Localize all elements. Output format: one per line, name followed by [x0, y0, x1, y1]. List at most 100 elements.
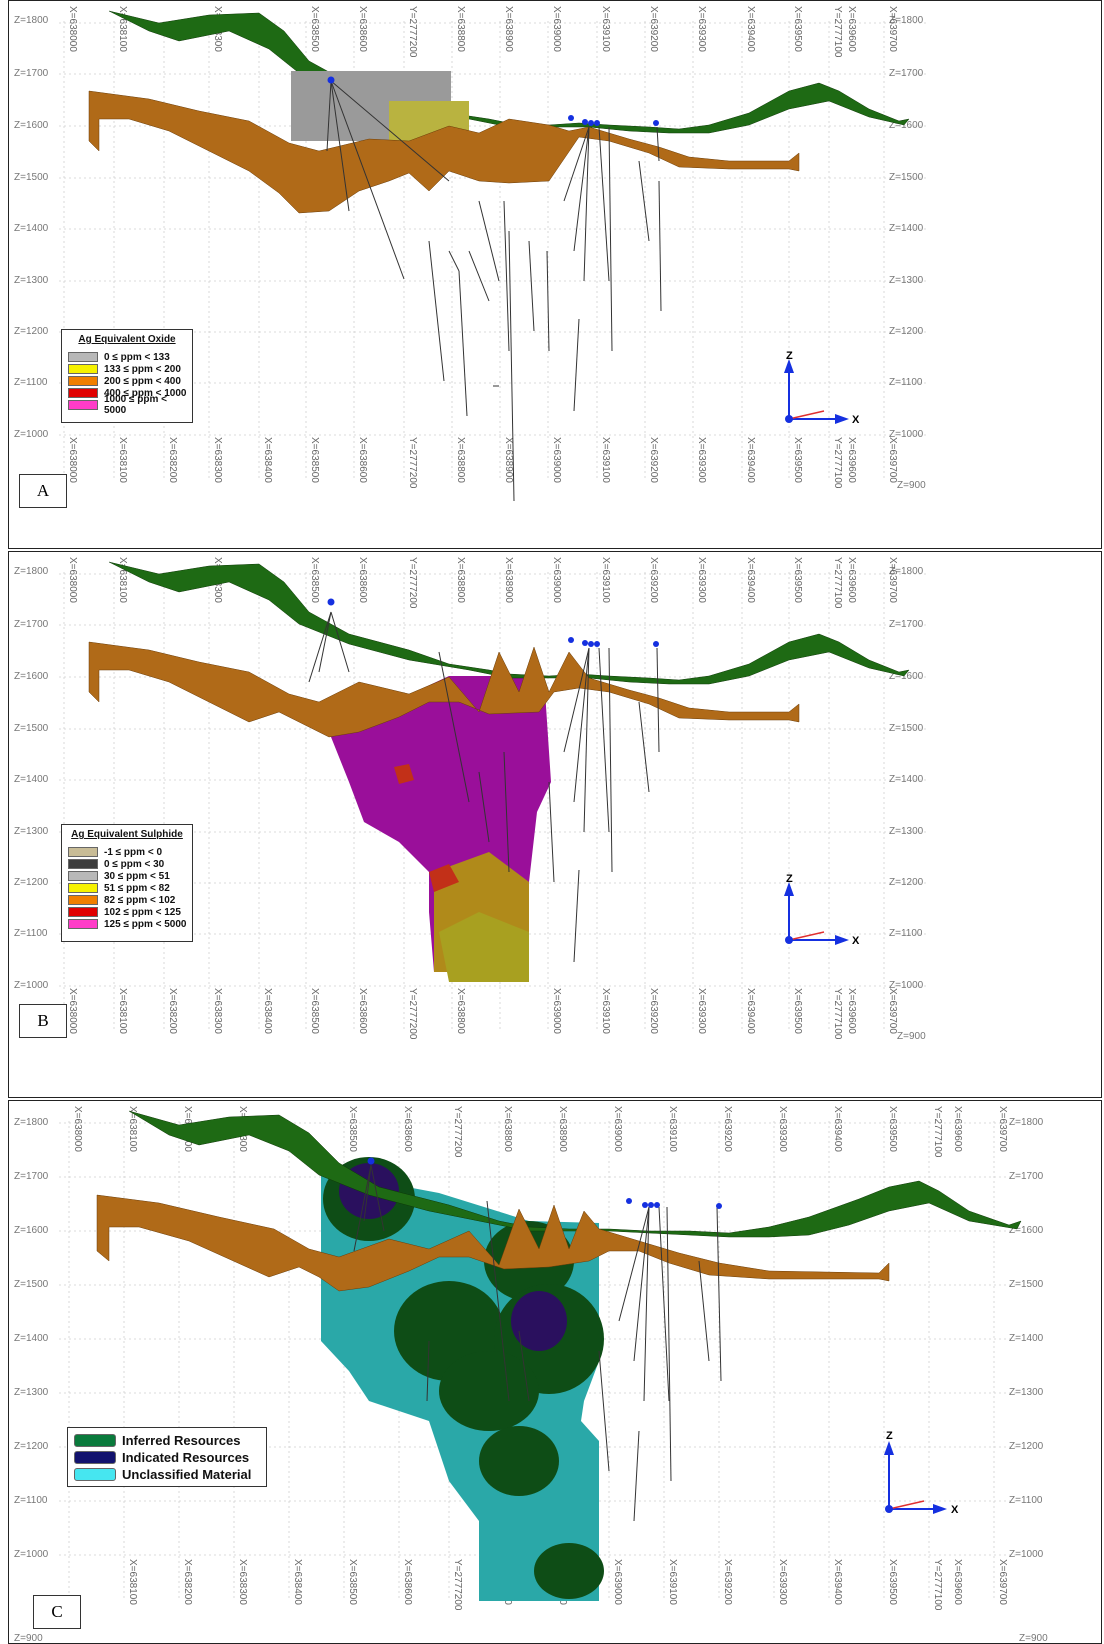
panel-label: C: [33, 1595, 81, 1629]
z-tick-1000-right: Z=1000: [1009, 1549, 1044, 1560]
x-tick-bottom-5: X=638500: [309, 437, 320, 483]
x-tick-top-6: X=638600: [357, 6, 368, 52]
z-tick-1700: Z=1700: [14, 619, 49, 630]
z-tick-1200-right: Z=1200: [889, 326, 924, 337]
z-tick-1200-right: Z=1200: [889, 877, 924, 888]
x-tick-top-11: X=639100: [600, 557, 611, 603]
sulphide-lower-zone-yellow: [439, 912, 529, 982]
axis-triad: Z X: [784, 873, 860, 947]
z-tick-1600: Z=1600: [14, 671, 49, 682]
z-tick-1600: Z=1600: [14, 120, 49, 131]
x-tick-bottom-11: X=639100: [667, 1559, 678, 1605]
x-tick-top-10: X=639000: [612, 1106, 623, 1152]
x-tick-bottom-17: X=639600: [952, 1559, 963, 1605]
z-tick-1300-right: Z=1300: [889, 826, 924, 837]
x-tick-bottom-0: X=638000: [67, 988, 78, 1034]
x-tick-bottom-2: X=638200: [167, 988, 178, 1034]
x-tick-bottom-13: X=639300: [696, 437, 707, 483]
x-tick-bottom-6: X=638600: [357, 988, 368, 1034]
x-tick-bottom-4: X=638400: [262, 988, 273, 1034]
legend-label: Indicated Resources: [122, 1450, 250, 1465]
x-tick-bottom-18: X=639700: [997, 1559, 1008, 1605]
legend-title: Ag Equivalent Sulphide: [71, 829, 183, 840]
x-tick-top-5: X=638500: [309, 557, 320, 603]
z-tick-900-right: Z=900: [1019, 1633, 1048, 1644]
z-tick-labels-right: Z=1800 Z=1700 Z=1600 Z=1500 Z=1400 Z=130…: [1009, 1117, 1048, 1644]
legend-swatch: [74, 1451, 116, 1464]
z-tick-1200-right: Z=1200: [1009, 1441, 1044, 1452]
x-tick-bottom-10: X=639000: [612, 1559, 623, 1605]
z-tick-1000-right: Z=1000: [889, 429, 924, 440]
x-tick-bottom-7: Y=2777200: [452, 1559, 463, 1611]
axis-z-label: Z: [886, 1430, 893, 1442]
x-tick-top-6: X=638600: [357, 557, 368, 603]
z-tick-1500-right: Z=1500: [1009, 1279, 1044, 1290]
collars: [367, 1157, 722, 1209]
z-tick-1600-right: Z=1600: [889, 671, 924, 682]
x-tick-bottom-4: X=638400: [262, 437, 273, 483]
z-tick-1500: Z=1500: [14, 172, 49, 183]
z-tick-1300: Z=1300: [14, 275, 49, 286]
x-tick-bottom-16: Y=2777100: [832, 437, 843, 489]
z-tick-1500: Z=1500: [14, 1279, 49, 1290]
z-tick-1500-right: Z=1500: [889, 172, 924, 183]
legend-label: 102 ≤ ppm < 125: [104, 906, 181, 918]
legend-swatch: [68, 352, 98, 362]
x-tick-top-6: X=638600: [402, 1106, 413, 1152]
x-tick-top-11: X=639100: [667, 1106, 678, 1152]
sulphide-red-patch: [394, 764, 414, 784]
z-tick-1100: Z=1100: [14, 1495, 48, 1506]
x-tick-top-8: X=638800: [455, 557, 466, 603]
inferred-resource-zone: [479, 1426, 559, 1496]
x-tick-top-10: X=639000: [551, 557, 562, 603]
legend-label: 0 ≤ ppm < 30: [104, 858, 165, 870]
x-tick-bottom-15: X=639500: [792, 988, 803, 1034]
x-tick-bottom-14: X=639400: [745, 437, 756, 483]
z-tick-1300: Z=1300: [14, 826, 49, 837]
x-tick-bottom-12: X=639200: [648, 437, 659, 483]
x-tick-top-14: X=639400: [745, 557, 756, 603]
x-tick-top-12: X=639200: [722, 1106, 733, 1152]
z-tick-1400: Z=1400: [14, 223, 49, 234]
oxide-base-surface: [88, 90, 800, 214]
z-tick-1300: Z=1300: [14, 1387, 49, 1398]
x-tick-top-13: X=639300: [777, 1106, 788, 1152]
legend-ag-equivalent-sulphide: Ag Equivalent Sulphide -1 ≤ ppm < 0 0 ≤ …: [61, 824, 193, 942]
z-tick-1700-right: Z=1700: [1009, 1171, 1044, 1182]
x-tick-bottom-4: X=638400: [292, 1559, 303, 1605]
x-tick-top-7: Y=2777200: [452, 1106, 463, 1158]
legend-item: 0 ≤ ppm < 133: [68, 351, 192, 363]
axis-triad: Z X: [884, 1430, 959, 1516]
z-tick-1400: Z=1400: [14, 1333, 49, 1344]
section-a-canvas: Z=1800 Z=1700 Z=1600 Z=1500 Z=1400 Z=130…: [14, 6, 929, 502]
z-tick-1700-right: Z=1700: [889, 68, 924, 79]
z-tick-1700: Z=1700: [14, 68, 49, 79]
x-tick-top-8: X=638800: [502, 1106, 513, 1152]
z-tick-1000: Z=1000: [14, 980, 49, 991]
x-tick-bottom-9: X=638900: [503, 437, 514, 483]
x-tick-bottom-12: X=639200: [648, 988, 659, 1034]
x-tick-bottom-12: X=639200: [722, 1559, 733, 1605]
legend-swatch: [68, 364, 98, 374]
sulphide-red-patch: [429, 864, 459, 892]
x-tick-bottom-14: X=639400: [745, 988, 756, 1034]
z-tick-1200: Z=1200: [14, 1441, 49, 1452]
x-tick-bottom-6: X=638600: [402, 1559, 413, 1605]
x-tick-top-17: X=639600: [846, 557, 857, 603]
x-tick-top-9: X=638900: [557, 1106, 568, 1152]
legend-title: Ag Equivalent Oxide: [78, 334, 176, 345]
x-tick-top-8: X=638800: [455, 6, 466, 52]
x-tick-top-10: X=639000: [551, 6, 562, 52]
legend-item: 30 ≤ ppm < 51: [68, 870, 192, 882]
x-tick-bottom-13: X=639300: [696, 988, 707, 1034]
z-tick-1800-right: Z=1800: [1009, 1117, 1044, 1128]
z-tick-1700: Z=1700: [14, 1171, 49, 1182]
x-tick-bottom-13: X=639300: [777, 1559, 788, 1605]
indicated-resource-zone: [511, 1291, 567, 1351]
x-tick-bottom-11: X=639100: [600, 988, 611, 1034]
x-tick-top-18: X=639700: [887, 557, 898, 603]
legend-swatch: [68, 907, 98, 917]
axis-x-label: X: [852, 414, 860, 426]
x-tick-top-13: X=639300: [696, 557, 707, 603]
panel-label: A: [19, 474, 67, 508]
